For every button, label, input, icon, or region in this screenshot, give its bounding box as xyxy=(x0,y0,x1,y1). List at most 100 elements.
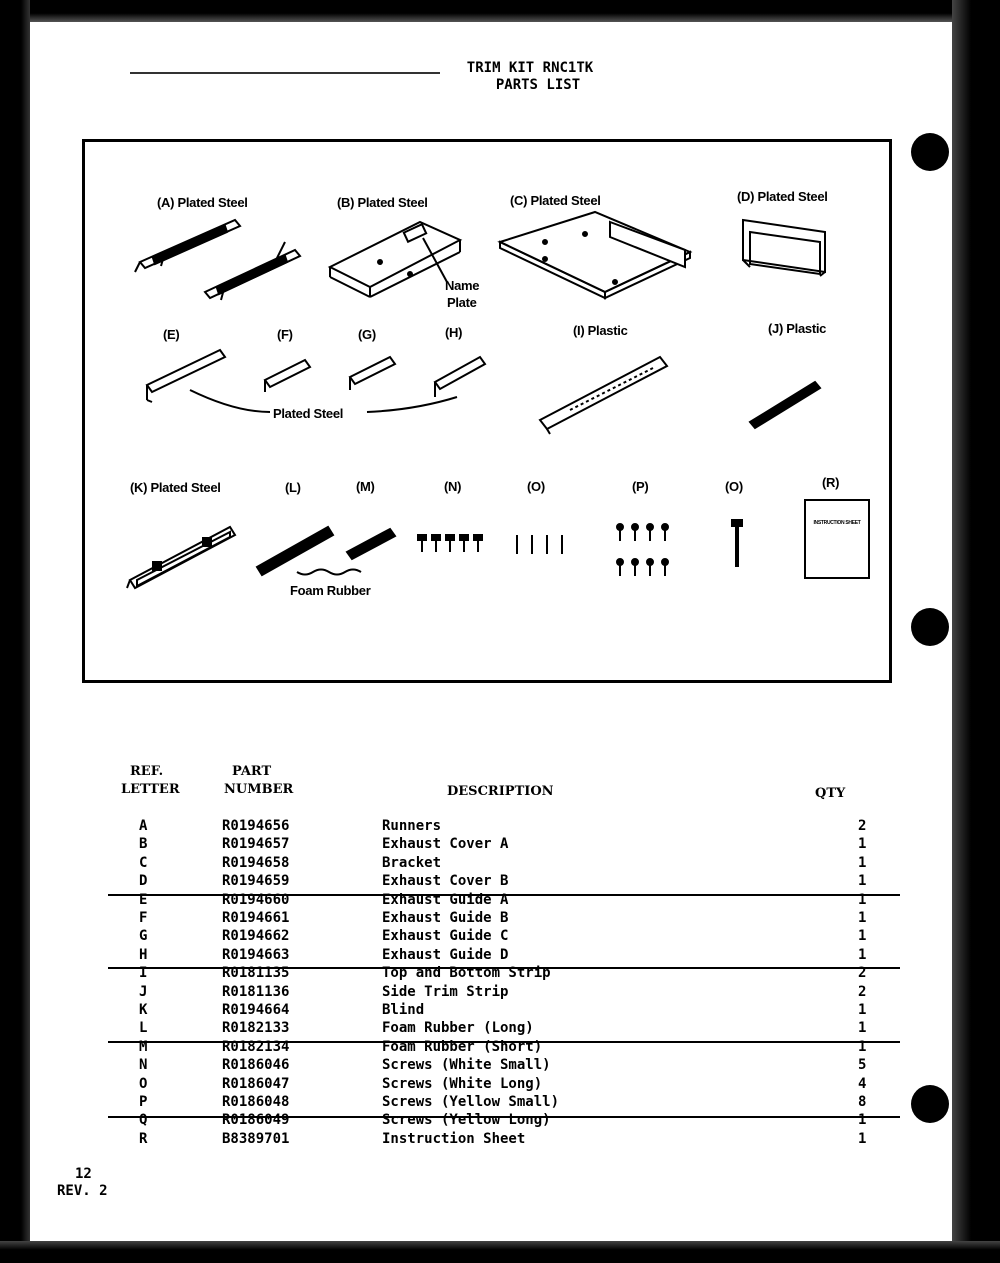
page-number: 12 xyxy=(75,1166,92,1182)
label-name: Name xyxy=(445,278,480,293)
group-divider-4 xyxy=(108,1116,900,1118)
part-number-cell: R0194661 xyxy=(222,910,290,926)
part-c-bracket-drawing xyxy=(497,210,693,300)
ref-letter-cell: A xyxy=(139,818,148,834)
qty-cell: 1 xyxy=(858,1038,867,1055)
label-part-e: (E) xyxy=(163,327,180,342)
label-part-n: (N) xyxy=(444,479,462,494)
ref-letter-cell: M xyxy=(139,1038,148,1055)
part-o-long-screw-drawing xyxy=(731,519,743,567)
parts-e-h-guides-drawing xyxy=(145,348,487,413)
qty-cell: 2 xyxy=(858,983,867,1000)
parts-diagram: (A) Plated Steel (B) Plated Steel (C) Pl… xyxy=(82,139,892,683)
part-number-cell: R0182133 xyxy=(222,1020,290,1037)
label-part-h: (H) xyxy=(445,325,463,340)
ref-letter-cell: P xyxy=(139,1094,148,1110)
header-description: DESCRIPTION xyxy=(447,784,554,799)
description-cell: Side Trim Strip xyxy=(382,983,509,1000)
qty-cell: 1 xyxy=(858,1112,867,1129)
description-cell: Blind xyxy=(382,1002,425,1018)
part-d-exhaust-cover-drawing xyxy=(742,218,826,277)
ref-letter-cell: N xyxy=(139,1057,148,1074)
header-rule xyxy=(130,72,440,74)
description-cell: Screws (White Long) xyxy=(382,1075,543,1092)
scan-border-left xyxy=(0,0,30,1263)
label-part-r: (R) xyxy=(822,475,840,490)
revision-label: REV. 2 xyxy=(57,1183,108,1199)
part-o-screws-drawing xyxy=(516,535,563,554)
header-ref-letter-1: REF. xyxy=(130,764,164,779)
scan-border-top xyxy=(0,0,1000,22)
punch-hole-top xyxy=(911,133,949,171)
qty-cell: 8 xyxy=(858,1094,867,1110)
label-instruction-sheet: INSTRUCTION SHEET xyxy=(813,520,861,526)
label-plate: Plate xyxy=(447,295,477,310)
qty-cell: 1 xyxy=(858,928,867,945)
description-cell: Foam Rubber (Long) xyxy=(382,1020,534,1037)
scan-border-right xyxy=(952,0,1000,1263)
part-p-screws-drawing xyxy=(616,523,669,576)
ref-letter-cell: H xyxy=(139,946,148,963)
qty-cell: 1 xyxy=(858,873,867,890)
header-ref-letter-2: LETTER xyxy=(121,782,180,797)
qty-cell: 4 xyxy=(858,1075,867,1092)
group-divider-2 xyxy=(108,967,900,969)
ref-letter-cell: D xyxy=(139,873,148,890)
part-number-cell: R0186047 xyxy=(222,1075,290,1092)
group-divider-1 xyxy=(108,894,900,896)
description-cell: Instruction Sheet xyxy=(382,1130,526,1147)
qty-cell: 1 xyxy=(858,836,867,853)
part-number-cell: R0194657 xyxy=(222,836,290,853)
description-cell: Exhaust Guide C xyxy=(382,928,509,945)
part-number-cell: R0194663 xyxy=(222,946,290,963)
description-cell: Screws (Yellow Small) xyxy=(382,1094,560,1110)
ref-letter-cell: E xyxy=(139,891,148,908)
label-part-o: (O) xyxy=(527,479,545,494)
page-title: TRIM KIT RNC1TK xyxy=(466,60,594,76)
scan-border-bottom xyxy=(0,1241,1000,1263)
header-qty: QTY xyxy=(815,786,846,801)
group-divider-3 xyxy=(108,1041,900,1043)
label-part-d: (D) Plated Steel xyxy=(737,189,828,204)
label-part-l: (L) xyxy=(285,480,301,495)
part-j-strip-drawing xyxy=(748,380,822,430)
parts-illustration xyxy=(126,210,870,590)
description-cell: Exhaust Cover B xyxy=(382,873,509,890)
part-k-blind-drawing xyxy=(126,525,237,590)
qty-cell: 1 xyxy=(858,891,867,908)
part-number-cell: R0194656 xyxy=(222,818,290,834)
label-part-g: (G) xyxy=(358,327,376,342)
description-cell: Exhaust Guide D xyxy=(382,946,509,963)
part-a-runners-drawing xyxy=(134,218,302,301)
part-number-cell: R0194659 xyxy=(222,873,290,890)
part-number-cell: R0181136 xyxy=(222,983,290,1000)
qty-cell: 1 xyxy=(858,854,867,871)
part-number-cell: R0194664 xyxy=(222,1002,290,1018)
qty-cell: 1 xyxy=(858,1002,867,1018)
label-part-k: (K) Plated Steel xyxy=(130,480,221,495)
label-foam-rubber: Foam Rubber xyxy=(290,583,371,598)
description-cell: Runners xyxy=(382,818,442,834)
label-part-p: (P) xyxy=(632,479,649,494)
qty-cell: 2 xyxy=(858,965,867,982)
description-cell: Top and Bottom Strip xyxy=(382,965,551,982)
header-part-number-1: PART xyxy=(232,764,272,779)
header-part-number-2: NUMBER xyxy=(224,782,294,797)
part-r-instruction-sheet-drawing xyxy=(804,499,870,579)
ref-letter-cell: Q xyxy=(139,1112,148,1129)
label-part-i: (I) Plastic xyxy=(573,323,628,338)
part-number-cell: R0194662 xyxy=(222,928,290,945)
qty-cell: 1 xyxy=(858,1130,867,1147)
parts-l-m-foam-drawing xyxy=(255,525,397,577)
part-number-cell: R0181135 xyxy=(222,965,290,982)
description-cell: Exhaust Guide B xyxy=(382,910,509,926)
